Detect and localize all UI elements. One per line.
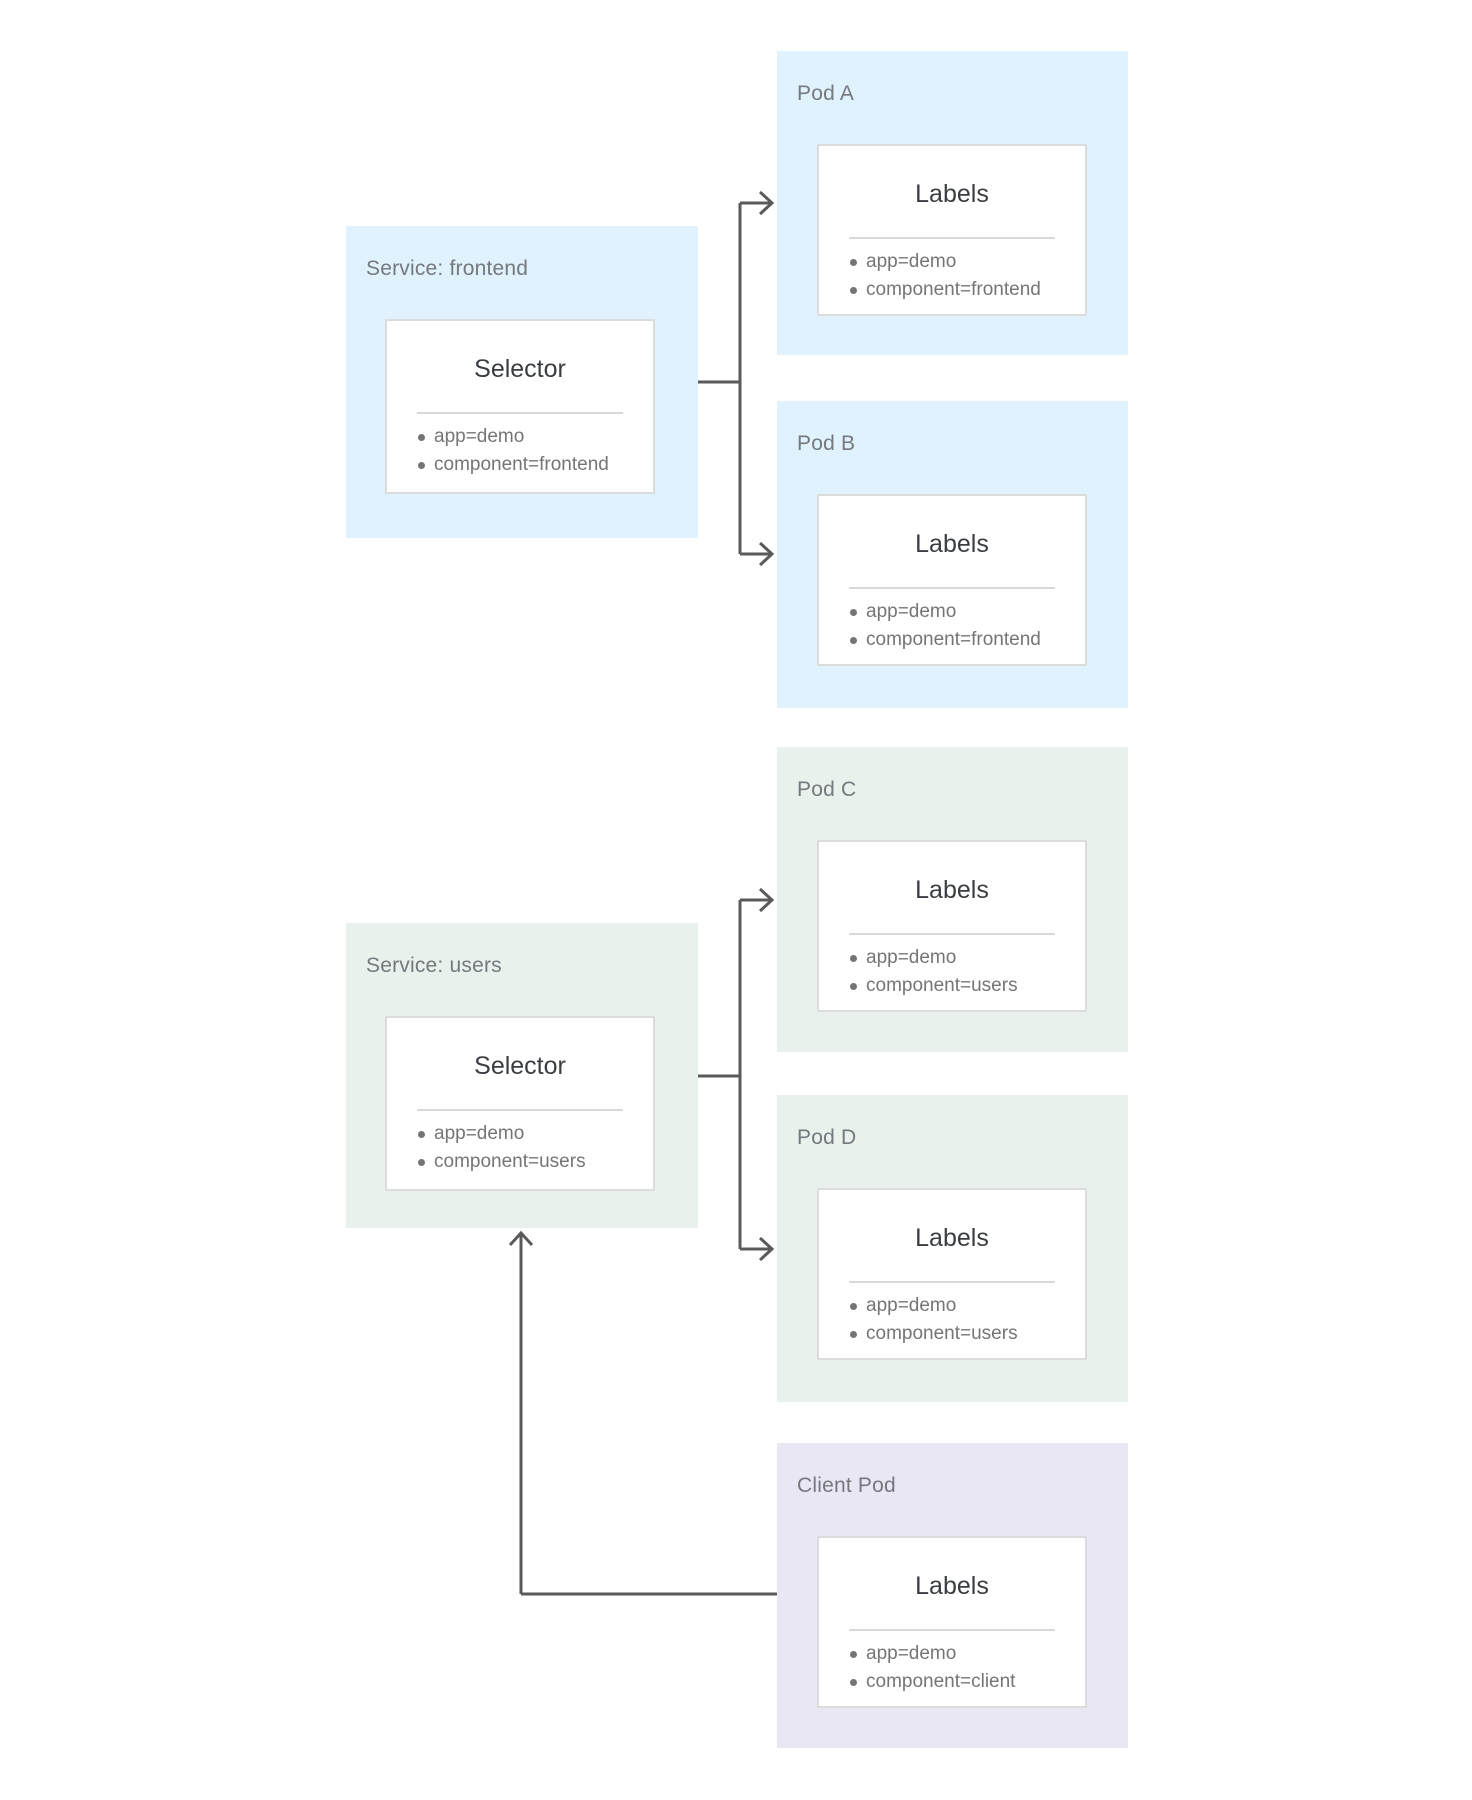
label-list: app=demo component=frontend: [417, 423, 643, 479]
label-item: component=frontend: [849, 276, 1075, 304]
card-divider: [849, 933, 1055, 935]
card-title: Labels: [915, 530, 989, 558]
card-title: Labels: [915, 1224, 989, 1252]
label-item: app=demo: [849, 598, 1075, 626]
service-users-box: Service: users Selector app=demo compone…: [346, 923, 698, 1228]
label-list: app=demo component=frontend: [849, 598, 1075, 654]
labels-card: Labels app=demo component=frontend: [817, 494, 1087, 666]
box-label: Pod A: [797, 82, 855, 105]
card-divider: [849, 1629, 1055, 1631]
box-label: Pod B: [797, 432, 856, 455]
label-item: app=demo: [849, 248, 1075, 276]
card-title: Labels: [915, 876, 989, 904]
card-divider: [849, 587, 1055, 589]
service-frontend-box: Service: frontend Selector app=demo comp…: [346, 226, 698, 538]
label-item: app=demo: [417, 423, 643, 451]
label-item: app=demo: [849, 1292, 1075, 1320]
card-divider: [849, 237, 1055, 239]
pod-d-box: Pod D Labels app=demo component=users: [777, 1095, 1128, 1402]
box-label: Service: frontend: [366, 257, 529, 280]
label-list: app=demo component=users: [849, 944, 1075, 1000]
arrowhead-service-users-icon: [508, 1230, 534, 1247]
label-item: component=users: [417, 1148, 643, 1176]
card-divider: [849, 1281, 1055, 1283]
labels-card: Labels app=demo component=users: [817, 840, 1087, 1012]
arrowhead-pod-b-icon: [758, 541, 775, 567]
label-list: app=demo component=frontend: [849, 248, 1075, 304]
label-item: component=frontend: [849, 626, 1075, 654]
box-label: Pod D: [797, 1126, 857, 1149]
arrowhead-pod-c-icon: [758, 887, 775, 913]
selector-card: Selector app=demo component=frontend: [385, 319, 655, 494]
arrowhead-pod-a-icon: [758, 190, 775, 216]
labels-card: Labels app=demo component=client: [817, 1536, 1087, 1708]
card-title: Selector: [474, 355, 566, 383]
label-list: app=demo component=users: [417, 1120, 643, 1176]
pod-b-box: Pod B Labels app=demo component=frontend: [777, 401, 1128, 708]
arrowhead-pod-d-icon: [758, 1236, 775, 1262]
label-list: app=demo component=users: [849, 1292, 1075, 1348]
label-item: component=client: [849, 1668, 1075, 1696]
label-item: app=demo: [417, 1120, 643, 1148]
label-item: component=users: [849, 1320, 1075, 1348]
card-title: Labels: [915, 1572, 989, 1600]
label-item: component=users: [849, 972, 1075, 1000]
label-item: component=frontend: [417, 451, 643, 479]
labels-card: Labels app=demo component=users: [817, 1188, 1087, 1360]
box-label: Service: users: [366, 954, 502, 977]
card-title: Selector: [474, 1052, 566, 1080]
box-label: Client Pod: [797, 1474, 896, 1497]
labels-card: Labels app=demo component=frontend: [817, 144, 1087, 316]
pod-c-box: Pod C Labels app=demo component=users: [777, 747, 1128, 1052]
label-item: app=demo: [849, 944, 1075, 972]
label-item: app=demo: [849, 1640, 1075, 1668]
card-divider: [417, 1109, 623, 1111]
card-title: Labels: [915, 180, 989, 208]
box-label: Pod C: [797, 778, 857, 801]
pod-a-box: Pod A Labels app=demo component=frontend: [777, 51, 1128, 355]
card-divider: [417, 412, 623, 414]
client-pod-box: Client Pod Labels app=demo component=cli…: [777, 1443, 1128, 1748]
label-list: app=demo component=client: [849, 1640, 1075, 1696]
selector-card: Selector app=demo component=users: [385, 1016, 655, 1191]
